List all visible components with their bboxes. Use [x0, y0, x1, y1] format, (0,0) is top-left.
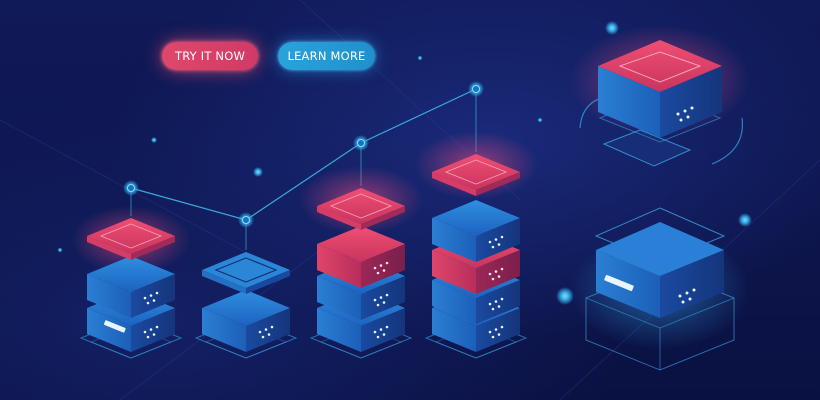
- try-it-now-button[interactable]: TRY IT NOW: [162, 42, 258, 70]
- floating-database-server: [570, 25, 750, 167]
- server-stack-3: [299, 166, 423, 359]
- hologram-server: [570, 207, 750, 371]
- connection-trend-line: [123, 81, 484, 250]
- server-stack-4: [414, 131, 538, 359]
- server-stack-2: [195, 251, 297, 359]
- server-stack-1: [71, 206, 191, 359]
- learn-more-button[interactable]: LEARN MORE: [278, 42, 375, 70]
- glow-particles: [57, 21, 752, 305]
